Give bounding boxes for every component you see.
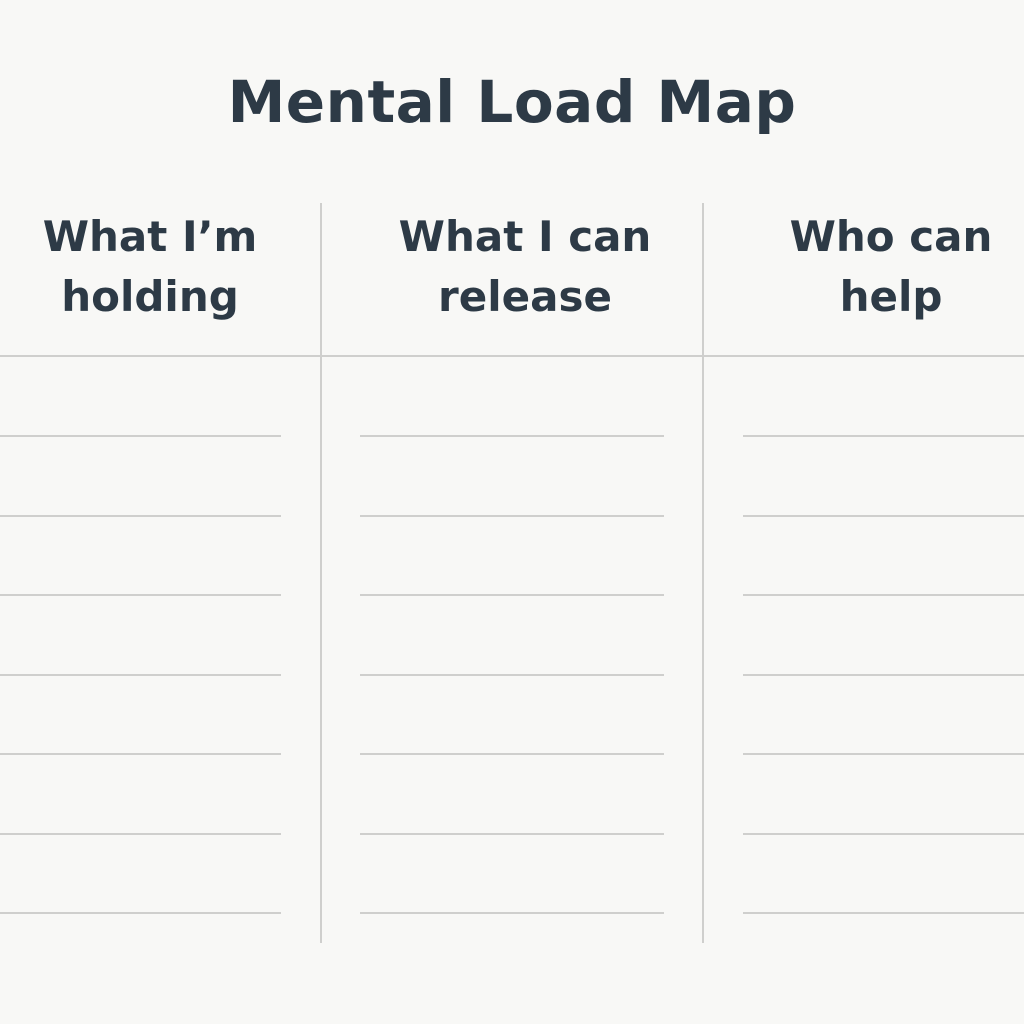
writing-line-help — [743, 674, 1024, 676]
writing-line-release — [360, 515, 664, 517]
writing-line-release — [360, 674, 664, 676]
writing-line-holding — [0, 435, 281, 437]
writing-line-holding — [0, 594, 281, 596]
writing-line-release — [360, 435, 664, 437]
writing-line-holding — [0, 753, 281, 755]
column-header-help: Who can help — [789, 212, 993, 321]
writing-line-release — [360, 753, 664, 755]
writing-line-help — [743, 515, 1024, 517]
writing-line-help — [743, 435, 1024, 437]
header-divider — [0, 355, 1024, 357]
column-divider — [702, 203, 704, 943]
writing-line-holding — [0, 674, 281, 676]
column-header-holding: What I’m holding — [42, 212, 258, 321]
writing-line-holding — [0, 515, 281, 517]
column-divider — [320, 203, 322, 943]
writing-line-holding — [0, 833, 281, 835]
writing-line-holding — [0, 912, 281, 914]
writing-line-help — [743, 912, 1024, 914]
writing-line-release — [360, 833, 664, 835]
page-title: Mental Load Map — [227, 68, 797, 136]
writing-line-help — [743, 594, 1024, 596]
column-header-release: What I can release — [398, 212, 652, 321]
writing-line-release — [360, 594, 664, 596]
writing-line-help — [743, 753, 1024, 755]
writing-line-help — [743, 833, 1024, 835]
writing-line-release — [360, 912, 664, 914]
